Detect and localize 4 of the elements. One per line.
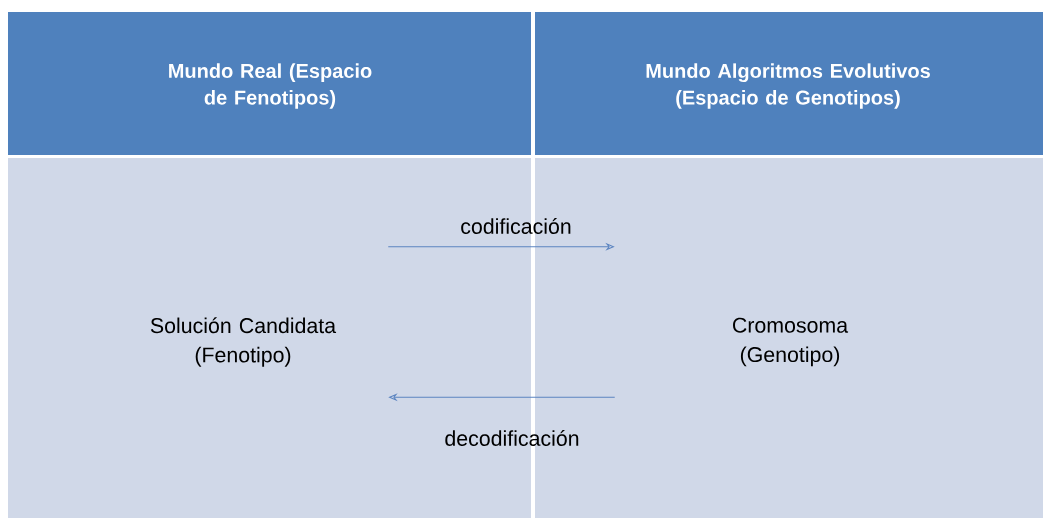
edge-label: decodificación bbox=[445, 430, 579, 446]
edge-label: codificación bbox=[461, 218, 571, 234]
column-header: Mundo Real (Espacio de Fenotipos) bbox=[169, 63, 372, 109]
column-header: Mundo Algoritmos Evolutivos (Espacio de Genotipos) bbox=[646, 63, 930, 109]
